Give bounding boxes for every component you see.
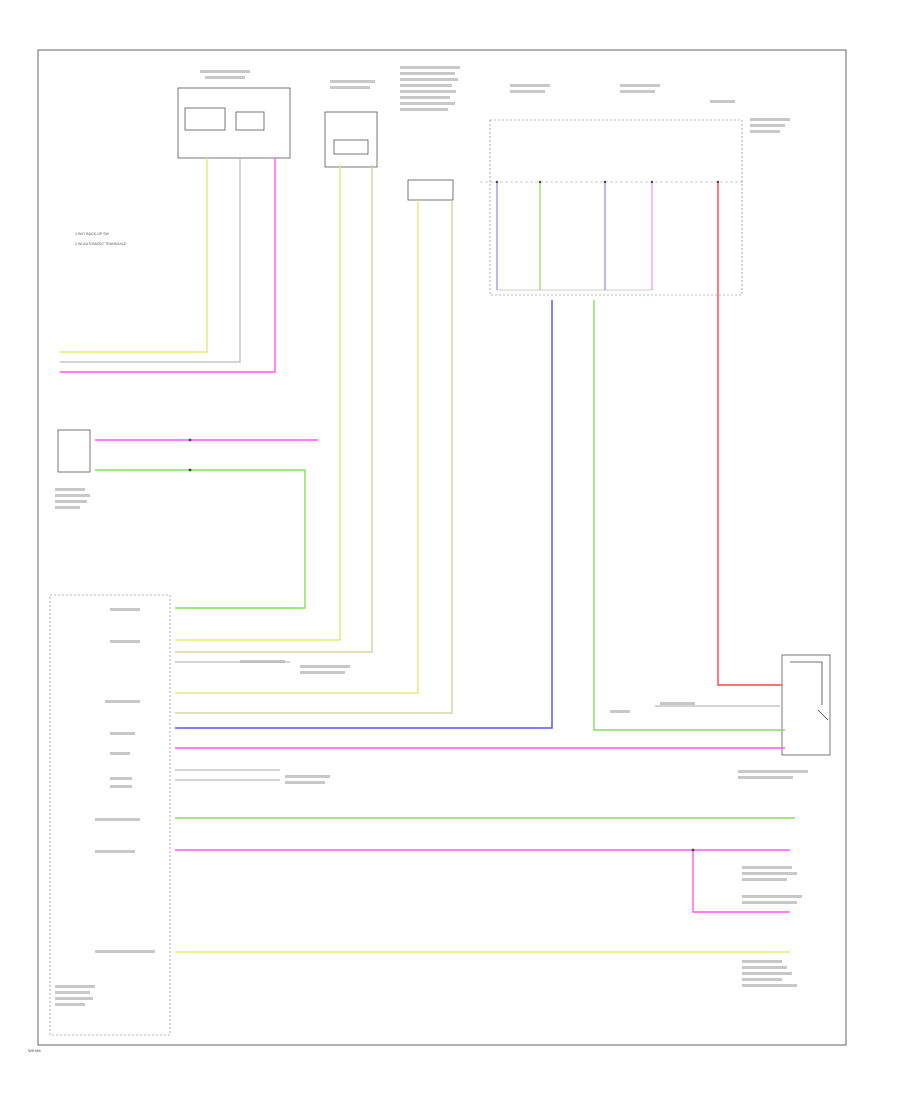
junction-dots: [188, 180, 720, 852]
wire-blue: [175, 300, 553, 729]
top-left-module-a: [184, 107, 226, 131]
wire-red: [717, 182, 782, 686]
wire-gray: [60, 158, 780, 781]
fuse-box: [489, 119, 743, 296]
top-left-connector-box: [177, 87, 291, 159]
left-sensor-box: [57, 429, 91, 473]
ecm-outline: [49, 594, 171, 1036]
wire-yellow: [60, 158, 790, 953]
wire-tan: [175, 165, 453, 714]
wire-green: [95, 300, 795, 819]
right-switch-box: [781, 654, 831, 756]
diagram-code: W9 M6: [28, 1048, 41, 1053]
center-sensor-bracket: [407, 179, 454, 201]
top-left-module-b: [235, 111, 265, 131]
mid-sensor-box: [324, 111, 378, 168]
diagram-frame: [37, 49, 847, 1046]
legend-item-1: 1 W/O BACK-UP SW: [75, 232, 109, 236]
switch-symbol: [790, 661, 829, 721]
fine-label-marks: [55, 66, 808, 1006]
fuse-box-wires: [496, 182, 653, 291]
legend-item-2: 2 W/ AUTOMATIC TRANSAXLE: [75, 242, 127, 246]
wire-pink: [60, 158, 790, 913]
mid-sensor-inner: [333, 139, 369, 155]
